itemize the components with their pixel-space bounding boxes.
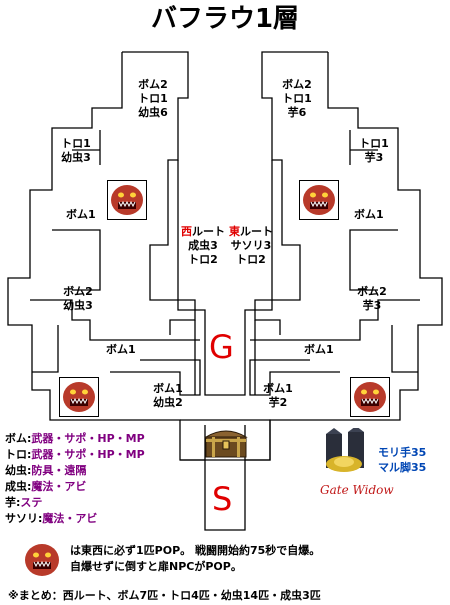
east-char: 東: [229, 225, 240, 238]
legend-row: 成虫:魔法・アビ: [5, 480, 87, 493]
treasure-chest-icon: [204, 430, 248, 458]
drop-legend: ボム:武器・サポ・HP・MP トロ:武器・サポ・HP・MP 幼虫:防具・遠隔 成…: [5, 432, 145, 526]
left-inner-lines: [30, 130, 201, 396]
summary-text: ※まとめ：西ルート、ボム7匹・トロ4匹・幼虫14匹・成虫3匹: [8, 589, 321, 602]
route-info-east: 東ルート サソリ3 トロ2: [226, 225, 276, 267]
legend-row: トロ:武器・サポ・HP・MP: [5, 448, 145, 461]
east-line3: トロ2: [236, 253, 266, 266]
right-inner-lines: [249, 130, 420, 396]
west-line2: 成虫3: [188, 239, 218, 252]
legend-row: ボム:武器・サポ・HP・MP: [5, 432, 145, 445]
east-line2: サソリ3: [230, 239, 272, 252]
room-left-mid-bom: ボム1: [66, 208, 96, 221]
monster-portrait-upper-right: [299, 180, 339, 220]
legend-row: サソリ:魔法・アビ: [5, 512, 98, 525]
legend-row: 芋:ステ: [5, 496, 43, 509]
start-corridor: [204, 460, 246, 531]
east-route-label: ルート: [240, 225, 273, 238]
corridor-right-bom: ボム1: [304, 343, 334, 356]
monster-portrait-upper-left: [107, 180, 147, 220]
page-title: バフラウ1層: [150, 4, 300, 34]
route-info-west: 西ルート 成虫3 トロ2: [178, 225, 228, 267]
center-inner: [194, 320, 256, 395]
monster-portrait-note: [25, 544, 59, 576]
center-chamber: [177, 160, 273, 396]
left-half-outline: [7, 52, 206, 461]
boss-drop-line1: モリ手35: [378, 446, 427, 459]
boss-drop-line2: マル脚35: [378, 461, 427, 474]
west-line3: トロ2: [188, 253, 218, 266]
room-right-mid-bom: ボム1: [354, 208, 384, 221]
gate-widow-logo: Gate Widow: [320, 483, 394, 497]
monster-portrait-lower-left: [59, 377, 99, 417]
monster-portrait-lower-right: [350, 377, 390, 417]
note-line2: 自爆せずに倒すと扉NPCがPOP。: [70, 560, 242, 573]
legend-row: 幼虫:防具・遠隔: [5, 464, 87, 477]
chest-room: [180, 419, 271, 461]
west-char: 西: [181, 225, 192, 238]
gate-widow-boss-icon: [326, 428, 364, 472]
goal-marker: G: [209, 328, 234, 366]
corridor-left-bom: ボム1: [106, 343, 136, 356]
start-marker: S: [212, 480, 233, 518]
west-route-label: ルート: [192, 225, 225, 238]
note-line1: は東西に必ず1匹POP。 戦闘開始約75秒で自爆。: [70, 544, 321, 557]
